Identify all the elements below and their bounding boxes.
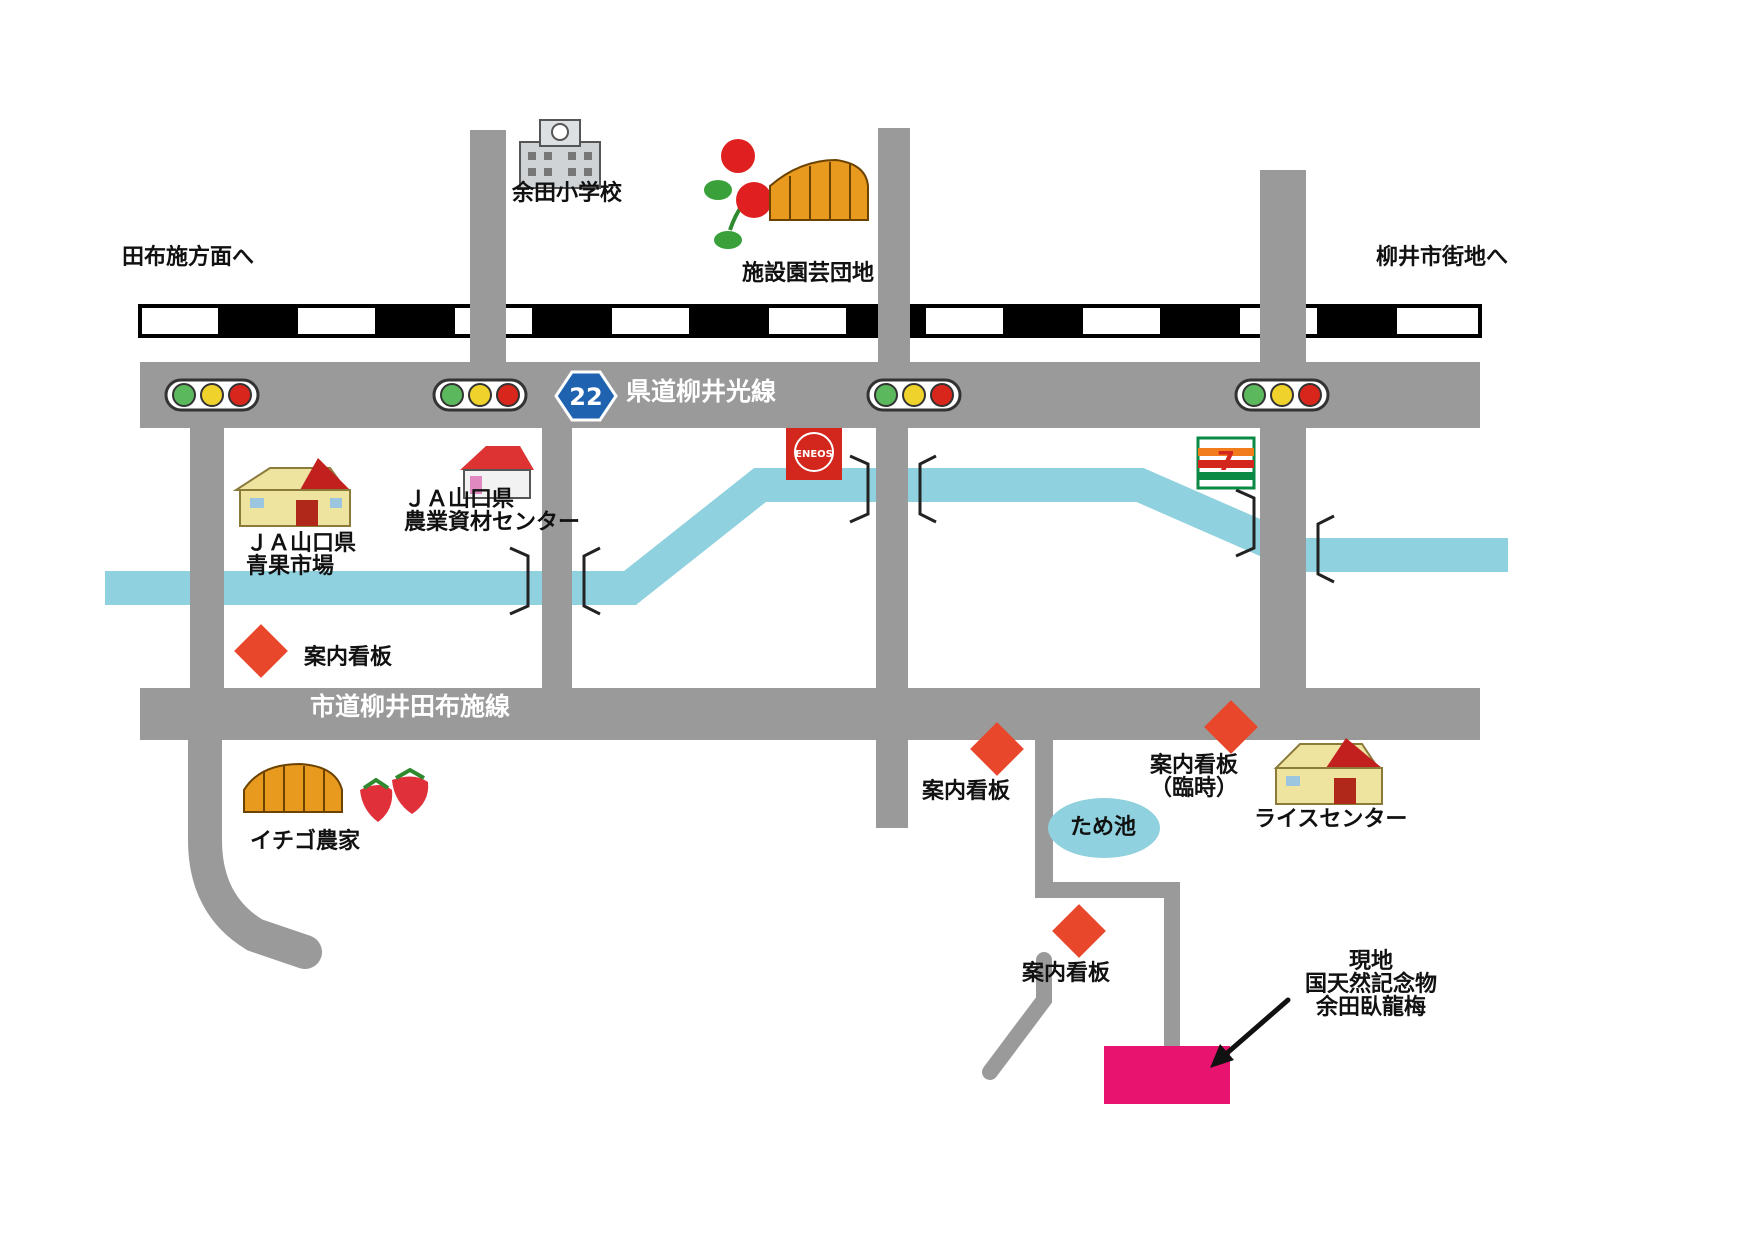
svg-text:ENEOS: ENEOS	[795, 449, 833, 460]
destination-marker	[1104, 1046, 1230, 1104]
rice-center-label: ライスセンター	[1254, 807, 1408, 832]
prefectural-road-label: 県道柳井光線	[626, 377, 777, 406]
strawberry-icon	[360, 767, 429, 822]
sign-marker-1	[234, 624, 288, 678]
school-icon	[519, 119, 601, 189]
roads	[140, 128, 1480, 1058]
sign-label-3: 案内看板 （臨時）	[1150, 753, 1239, 802]
greenhouse-complex-label: 施設園芸団地	[742, 261, 875, 286]
pond	[1048, 798, 1160, 858]
sign-label-2: 案内看板	[922, 779, 1011, 804]
greenhouse-icon	[769, 158, 869, 221]
ja-produce-market-label: ＪＡ山口県 青果市場	[246, 531, 357, 580]
ja-produce-market-icon	[232, 458, 351, 527]
traffic-light-1	[164, 378, 260, 412]
destination-arrow	[1210, 997, 1291, 1068]
city-road	[140, 688, 1480, 740]
direction-east-label: 柳井市街地へ	[1376, 245, 1509, 270]
destination-label: 現地 国天然記念物 余田臥龍梅	[1304, 949, 1437, 1021]
city-road-label: 市道柳井田布施線	[310, 692, 511, 721]
rose-icon	[704, 139, 772, 249]
direction-west-label: 田布施方面へ	[122, 245, 255, 270]
rice-center-icon	[1273, 738, 1383, 805]
sign-label-1: 案内看板	[304, 645, 393, 670]
railway	[138, 304, 1482, 338]
gas-station-icon: ENEOS	[786, 428, 842, 480]
ja-materials-center-label: ＪＡ山口県 農業資材センター	[404, 487, 581, 536]
strawberry-farm-label: イチゴ農家	[250, 829, 361, 854]
school-label: 余田小学校	[512, 181, 623, 206]
sign-marker-4	[1052, 904, 1106, 958]
pond-label: ため池	[1070, 815, 1137, 840]
convenience-store-icon: 7	[1196, 436, 1256, 490]
svg-text:22: 22	[569, 383, 602, 411]
sign-label-4: 案内看板	[1022, 961, 1111, 986]
bridges	[509, 454, 1335, 616]
route-shield-icon: 22	[554, 370, 618, 422]
traffic-light-2	[432, 378, 528, 412]
traffic-light-3	[866, 378, 962, 412]
traffic-light-4	[1234, 378, 1330, 412]
ja-materials-center-icon	[460, 446, 534, 499]
strawberry-greenhouse-icon	[243, 762, 343, 813]
svg-text:7: 7	[1217, 447, 1235, 477]
